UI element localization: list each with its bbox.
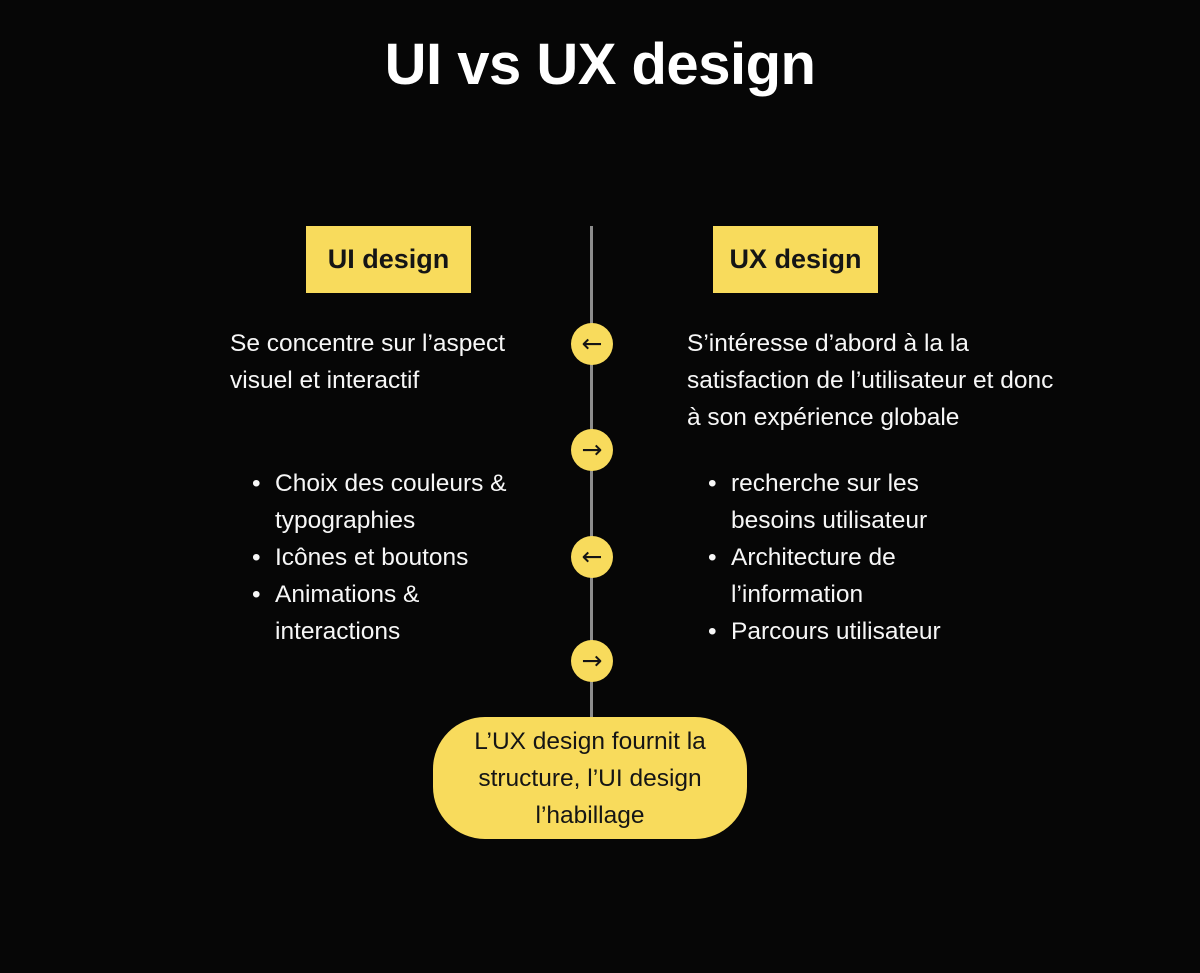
description-line: S’intéresse d’abord à la la xyxy=(687,330,969,357)
arrow-left-icon: ← xyxy=(571,536,613,578)
arrow-glyph: → xyxy=(581,434,603,464)
ui-description: Se concentre sur l’aspect visuel et inte… xyxy=(230,325,505,399)
ux-design-header-box: UX design xyxy=(713,226,878,293)
ui-design-header-label: UI design xyxy=(327,244,450,274)
ux-bullet-list: recherche sur les besoins utilisateur Ar… xyxy=(708,465,953,650)
ux-description: S’intéresse d’abord à la la satisfaction… xyxy=(687,325,1053,436)
description-line: à son expérience globale xyxy=(687,404,960,431)
bullet-item: Icônes et boutons xyxy=(252,539,517,576)
arrow-glyph: ← xyxy=(581,328,603,358)
conclusion-line: structure, l’UI design xyxy=(478,764,702,792)
page-title: UI vs UX design xyxy=(384,32,816,97)
description-line: satisfaction de l’utilisateur et donc xyxy=(687,367,1054,394)
timeline-divider xyxy=(590,226,593,717)
bullet-item: Parcours utilisateur xyxy=(708,613,953,650)
description-line: visuel et interactif xyxy=(230,367,420,394)
bullet-item: Animations & interactions xyxy=(252,576,517,650)
bullet-item: Choix des couleurs & typographies xyxy=(252,465,517,539)
ui-bullet-list: Choix des couleurs & typographies Icônes… xyxy=(252,465,517,650)
bullet-item: Architecture de l’information xyxy=(708,539,953,613)
bullet-item: recherche sur les besoins utilisateur xyxy=(708,465,953,539)
conclusion-line: L’UX design fournit la xyxy=(474,727,706,755)
conclusion-line: l’habillage xyxy=(535,801,645,829)
arrow-right-icon: → xyxy=(571,429,613,471)
ui-design-header-box: UI design xyxy=(306,226,471,293)
arrow-glyph: ← xyxy=(581,541,603,571)
ux-design-header-label: UX design xyxy=(729,244,862,274)
arrow-left-icon: ← xyxy=(571,323,613,365)
arrow-right-icon: → xyxy=(571,640,613,682)
arrow-glyph: → xyxy=(581,645,603,675)
description-line: Se concentre sur l’aspect xyxy=(230,330,506,357)
conclusion-callout: L’UX design fournit la structure, l’UI d… xyxy=(433,717,747,839)
